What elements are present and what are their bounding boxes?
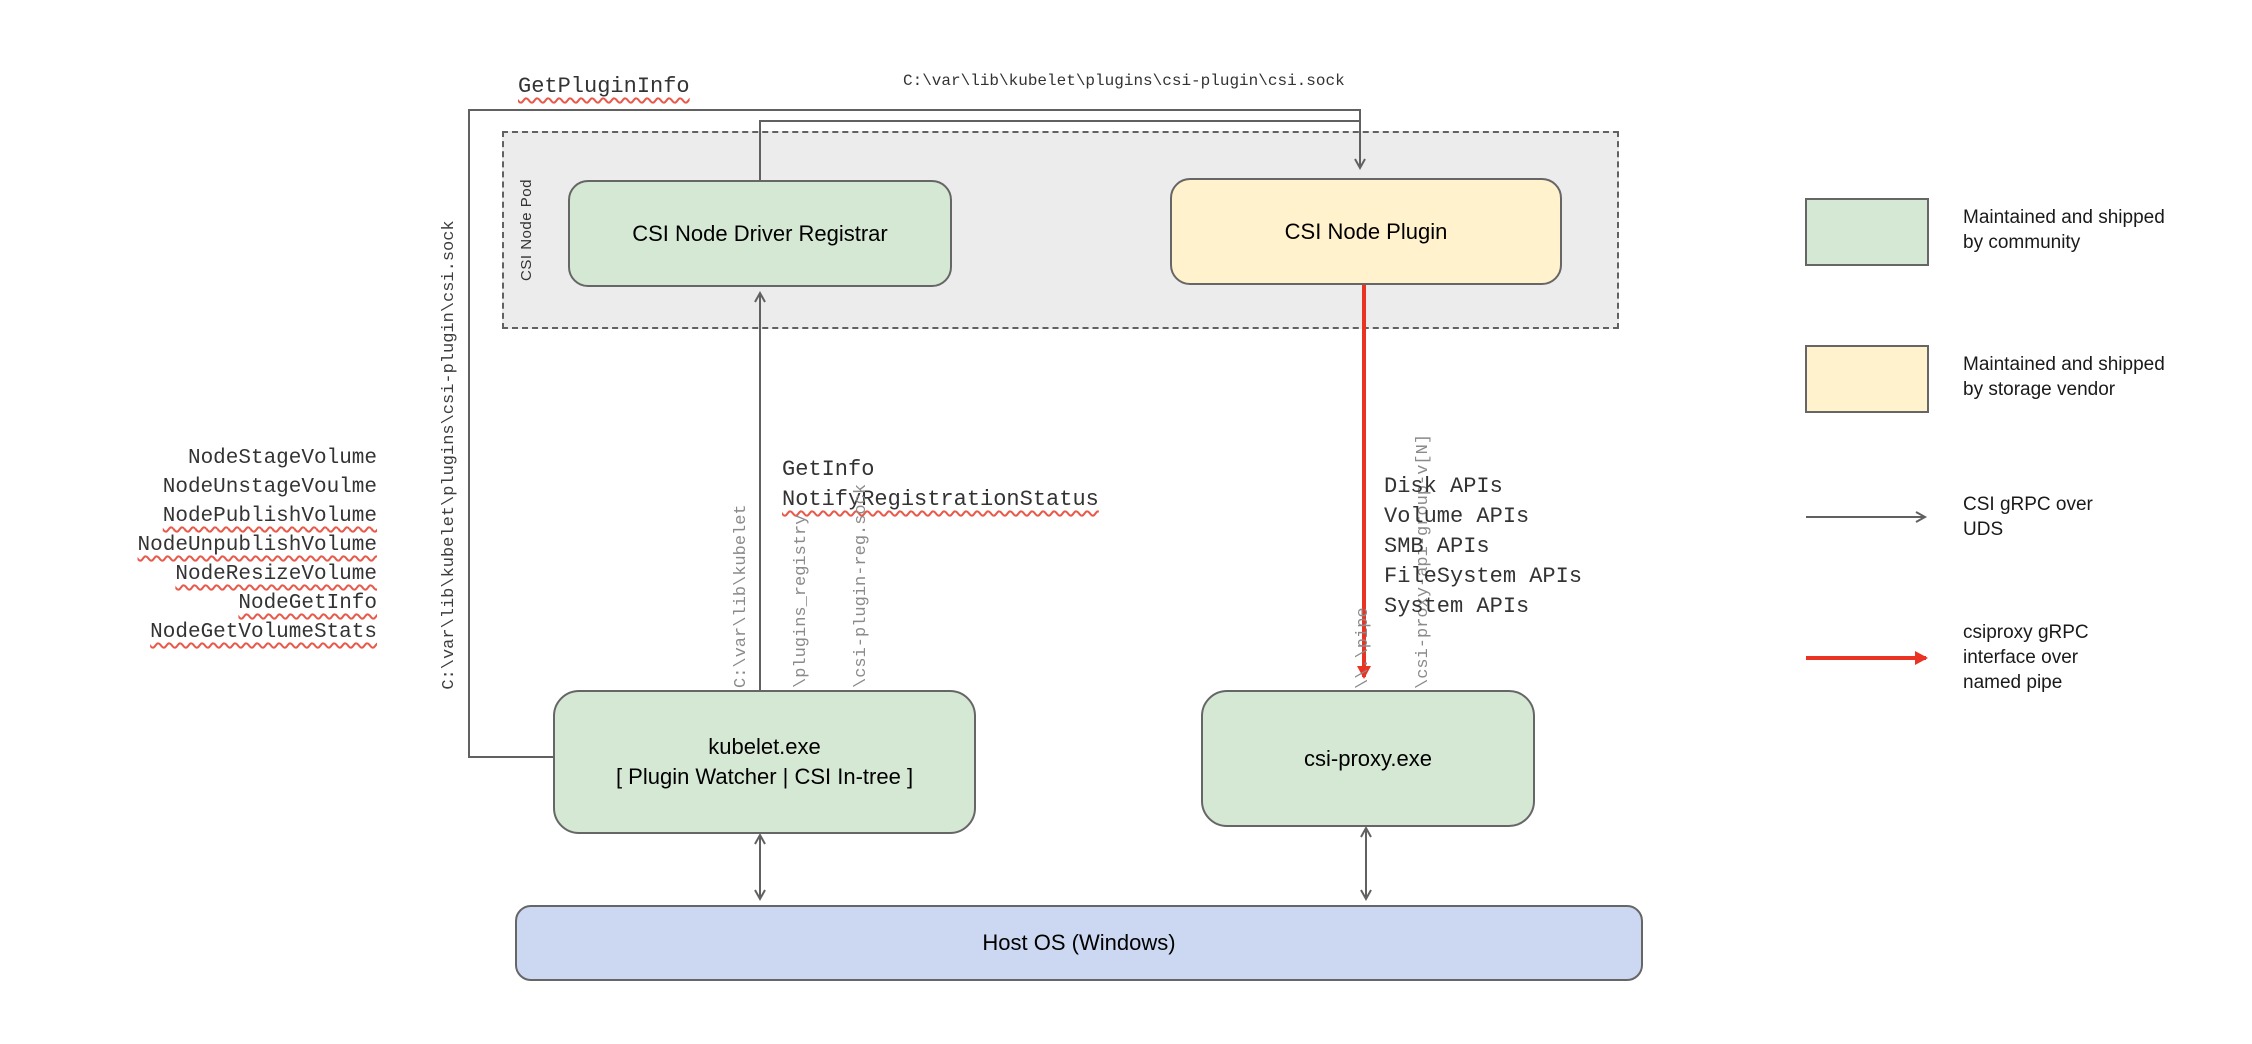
kubelet-label-line2: [ Plugin Watcher | CSI In-tree ] xyxy=(615,764,914,789)
api-item: FileSystem APIs xyxy=(1384,564,1583,589)
node-call: NodeResizeVolume xyxy=(175,563,377,586)
csi-node-plugin-label: CSI Node Plugin xyxy=(1284,218,1448,244)
api-item: Disk APIs xyxy=(1384,474,1503,499)
node-call-list: NodeStageVolume NodeUnstageVoulme NodePu… xyxy=(107,444,377,647)
kubelet-label-line1: kubelet.exe xyxy=(708,734,821,759)
node-call: NodePublishVolume xyxy=(162,505,377,528)
node-call: NodeGetVolumeStats xyxy=(150,621,377,644)
legend-vendor-label: Maintained and shipped by storage vendor xyxy=(1963,354,2165,400)
plugin-reg-sock-line3: \csi-plugin-reg.sock xyxy=(852,483,871,688)
host-os-label: Host OS (Windows) xyxy=(982,930,1176,955)
csi-node-driver-registrar-box: CSI Node Driver Registrar xyxy=(568,180,952,287)
csi-sock-path-label-top: C:\var\lib\kubelet\plugins\csi-plugin\cs… xyxy=(903,72,1345,90)
named-pipe-line1: \\.\pipe xyxy=(1354,607,1373,689)
plugin-reg-sock-line1: C:\var\lib\kubelet xyxy=(732,504,751,688)
get-plugin-info-label: GetPluginInfo xyxy=(518,74,690,99)
csi-node-driver-registrar-label: CSI Node Driver Registrar xyxy=(632,220,888,246)
csi-node-pod-label: CSI Node Pod xyxy=(518,179,535,281)
api-item: System APIs xyxy=(1384,594,1530,619)
registration-calls-label: GetInfo NotifyRegistrationStatus xyxy=(782,455,1099,515)
plugin-reg-sock-label-vertical: C:\var\lib\kubelet \plugins_registry \cs… xyxy=(692,478,871,688)
node-call: NodeStageVolume xyxy=(187,447,377,470)
node-call: NodeUnpublishVolume xyxy=(137,534,377,557)
csi-sock-path-label-vertical: C:\var\lib\kubelet\plugins\csi-plugin\cs… xyxy=(440,220,459,690)
proxy-api-list: Disk APIs Volume APIs SMB APIs FileSyste… xyxy=(1384,472,1582,622)
node-call: NodeGetInfo xyxy=(238,592,377,615)
host-os-box: Host OS (Windows) xyxy=(515,905,1643,981)
csi-proxy-label: csi-proxy.exe xyxy=(1304,745,1432,771)
plugin-reg-sock-line2: \plugins_registry xyxy=(792,514,811,688)
legend-community-label: Maintained and shipped by community xyxy=(1963,207,2165,253)
api-item: SMB APIs xyxy=(1384,534,1490,559)
api-item: Volume APIs xyxy=(1384,504,1530,529)
legend-namedpipe-label: csiproxy gRPC interface over named pipe xyxy=(1963,622,2089,693)
csi-node-plugin-box: CSI Node Plugin xyxy=(1170,178,1562,285)
legend-vendor-swatch xyxy=(1805,345,1929,413)
get-info-label: GetInfo xyxy=(782,457,875,482)
csi-proxy-box: csi-proxy.exe xyxy=(1201,690,1535,827)
notify-registration-status-label: NotifyRegistrationStatus xyxy=(782,487,1099,512)
legend-uds-label: CSI gRPC over UDS xyxy=(1963,494,2093,540)
kubelet-box: kubelet.exe [ Plugin Watcher | CSI In-tr… xyxy=(553,690,976,834)
legend-community-swatch xyxy=(1805,198,1929,266)
named-pipe-label-vertical: \\.\pipe \csi-proxy-api-group-v[N] xyxy=(1314,427,1433,689)
node-call: NodeUnstageVoulme xyxy=(162,476,377,499)
